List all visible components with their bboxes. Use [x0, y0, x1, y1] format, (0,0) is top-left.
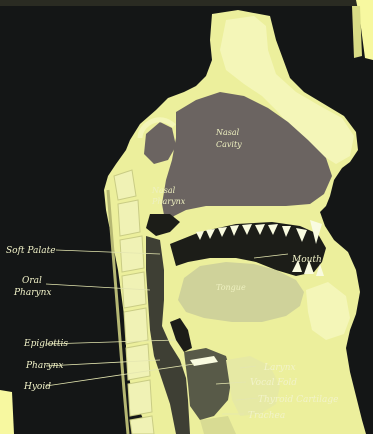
label-vocal-fold: Vocal Fold	[250, 378, 297, 388]
top-edge	[0, 0, 373, 6]
corner-margin-bottom-left	[0, 390, 14, 434]
label-mouth: Mouth	[291, 255, 322, 265]
label-nasopharynx-line2: Pharynx	[151, 197, 186, 206]
label-nasal-cavity-line2: Cavity	[216, 140, 242, 149]
label-tongue: Tongue	[216, 283, 246, 292]
label-oral-pharynx-line2: Pharynx	[13, 288, 51, 298]
label-larynx: Larynx	[263, 363, 296, 373]
label-epiglottis: Epiglottis	[23, 339, 68, 349]
label-hyoid: Hyoid	[23, 382, 51, 392]
label-nasopharynx-line1: Nasal	[151, 186, 176, 195]
label-trachea: Trachea	[248, 411, 285, 421]
label-oral-pharynx-line1: Oral	[22, 276, 42, 286]
label-thyroid-cartilage: Thyroid Cartilage	[258, 395, 339, 405]
label-soft-palate: Soft Palate	[6, 246, 56, 256]
label-nasal-cavity-line1: Nasal	[215, 128, 240, 137]
label-pharynx: Pharynx	[25, 361, 63, 371]
